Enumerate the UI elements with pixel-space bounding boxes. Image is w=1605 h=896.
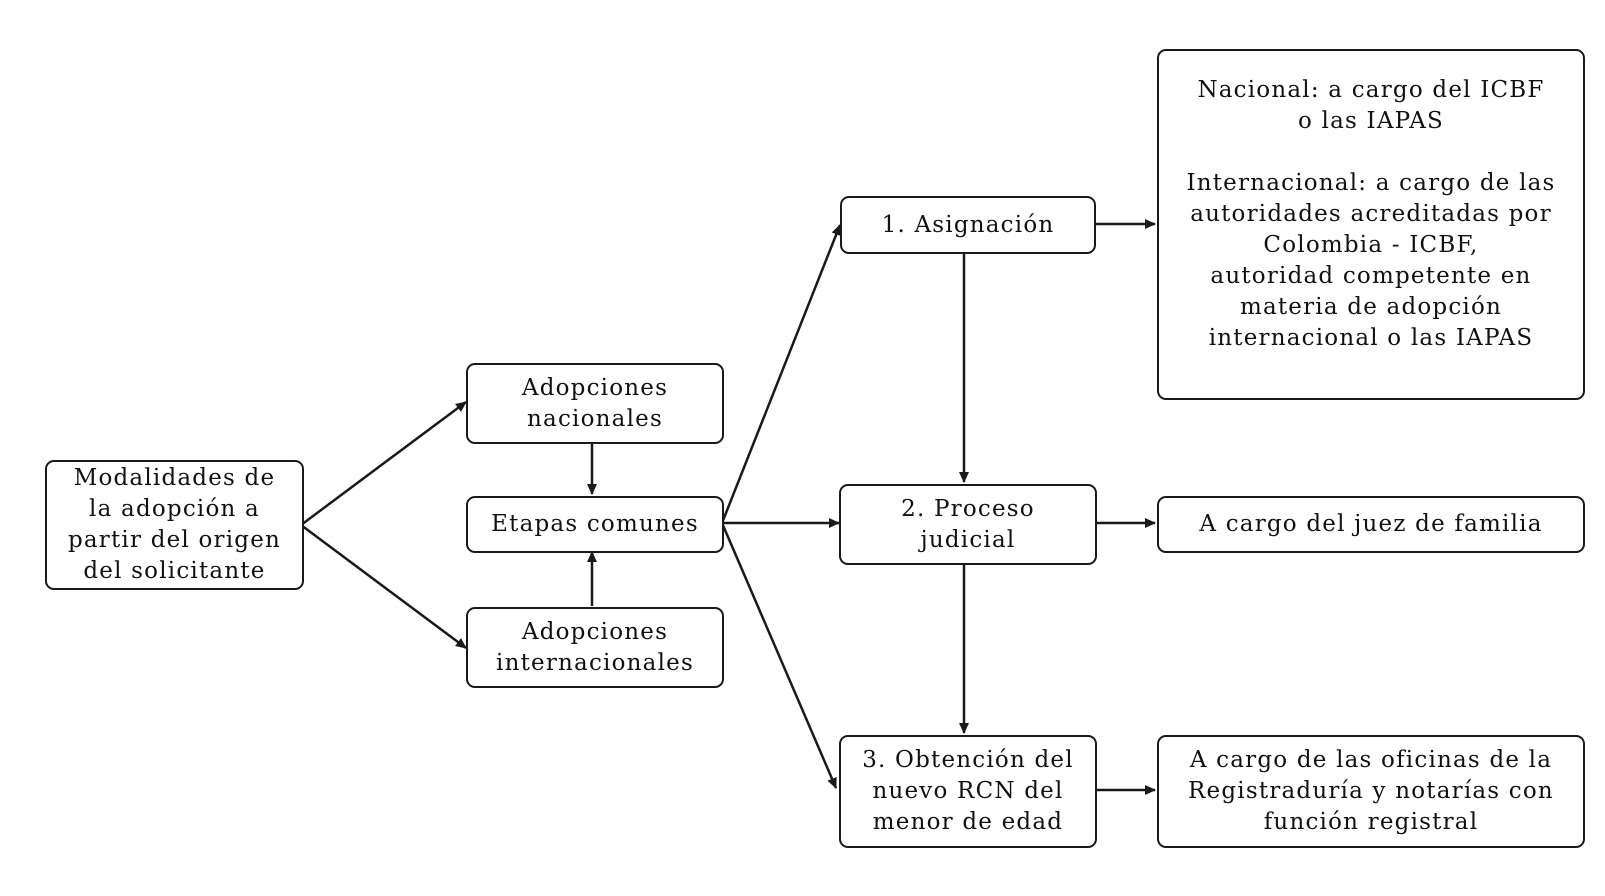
node-adopciones-internacionales-label: Adopciones internacionales: [496, 618, 694, 676]
node-obtencion-rcn: 3. Obtención del nuevo RCN del menor de …: [839, 735, 1097, 848]
node-asignacion: 1. Asignación: [840, 196, 1096, 254]
node-proceso-judicial-label: 2. Proceso judicial: [901, 495, 1035, 553]
node-autoridades-asignacion-label: Nacional: a cargo del ICBF o las IAPAS I…: [1186, 77, 1556, 351]
node-modalidades-origen-label: Modalidades de la adopción a partir del …: [67, 465, 282, 584]
arrow-etapas-to-obtencion: [720, 522, 838, 789]
node-registraduria: A cargo de las oficinas de la Registradu…: [1157, 735, 1585, 848]
node-adopciones-internacionales: Adopciones internacionales: [466, 607, 724, 688]
node-etapas-comunes-label: Etapas comunes: [491, 511, 699, 537]
node-proceso-judicial: 2. Proceso judicial: [839, 484, 1097, 565]
node-registraduria-label: A cargo de las oficinas de la Registradu…: [1188, 747, 1554, 835]
arrow-etapas-to-asignacion: [720, 224, 842, 524]
node-autoridades-asignacion: Nacional: a cargo del ICBF o las IAPAS I…: [1157, 49, 1585, 400]
node-obtencion-rcn-label: 3. Obtención del nuevo RCN del menor de …: [862, 747, 1074, 835]
node-juez-familia-label: A cargo del juez de familia: [1199, 511, 1543, 537]
node-adopciones-nacionales-label: Adopciones nacionales: [521, 374, 669, 432]
node-etapas-comunes: Etapas comunes: [466, 496, 724, 553]
node-asignacion-label: 1. Asignación: [881, 211, 1055, 238]
node-juez-familia: A cargo del juez de familia: [1157, 496, 1585, 553]
node-modalidades-origen: Modalidades de la adopción a partir del …: [45, 460, 304, 590]
arrow-origen-to-nacionales: [300, 400, 467, 527]
node-adopciones-nacionales: Adopciones nacionales: [466, 363, 724, 444]
arrow-origen-to-internacionales: [300, 523, 467, 650]
